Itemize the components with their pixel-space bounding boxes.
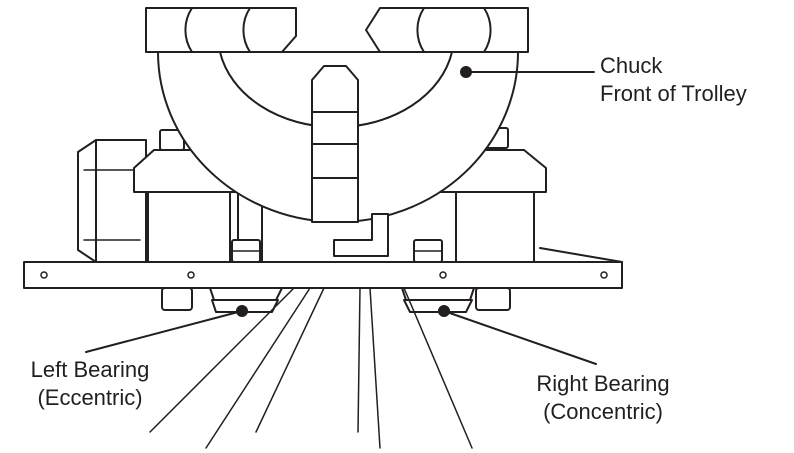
right-bearing-label: Right Bearing (Concentric): [517, 370, 689, 426]
left-bearing-label: Left Bearing (Eccentric): [10, 356, 170, 412]
chuck-jaws: [145, 7, 529, 53]
l-bracket: [333, 213, 389, 257]
under-nut-left: [161, 287, 193, 311]
chuck-label-line2: Front of Trolley: [600, 81, 747, 106]
right-pillow-block: [411, 149, 547, 263]
left-bearing-label-line1: Left Bearing: [30, 357, 150, 382]
right-bearing-label-line2: (Concentric): [543, 399, 663, 424]
chuck-label: Chuck Front of Trolley: [600, 52, 747, 108]
center-jaw: [311, 65, 359, 223]
under-nut-right: [475, 287, 511, 311]
base-nut-right: [413, 239, 443, 263]
base-nut-left: [231, 239, 261, 263]
motor-housing: [77, 139, 147, 263]
leader-chuck: [460, 66, 595, 78]
chuck-label-line1: Chuck: [600, 53, 663, 78]
leader-left-bearing: [85, 305, 248, 353]
base-plate: [23, 247, 623, 289]
right-bearing: [401, 287, 475, 313]
right-bearing-label-line1: Right Bearing: [536, 371, 670, 396]
left-bearing-label-line2: (Eccentric): [37, 385, 143, 410]
leader-right-bearing: [438, 305, 597, 365]
track-lines: [149, 287, 473, 449]
